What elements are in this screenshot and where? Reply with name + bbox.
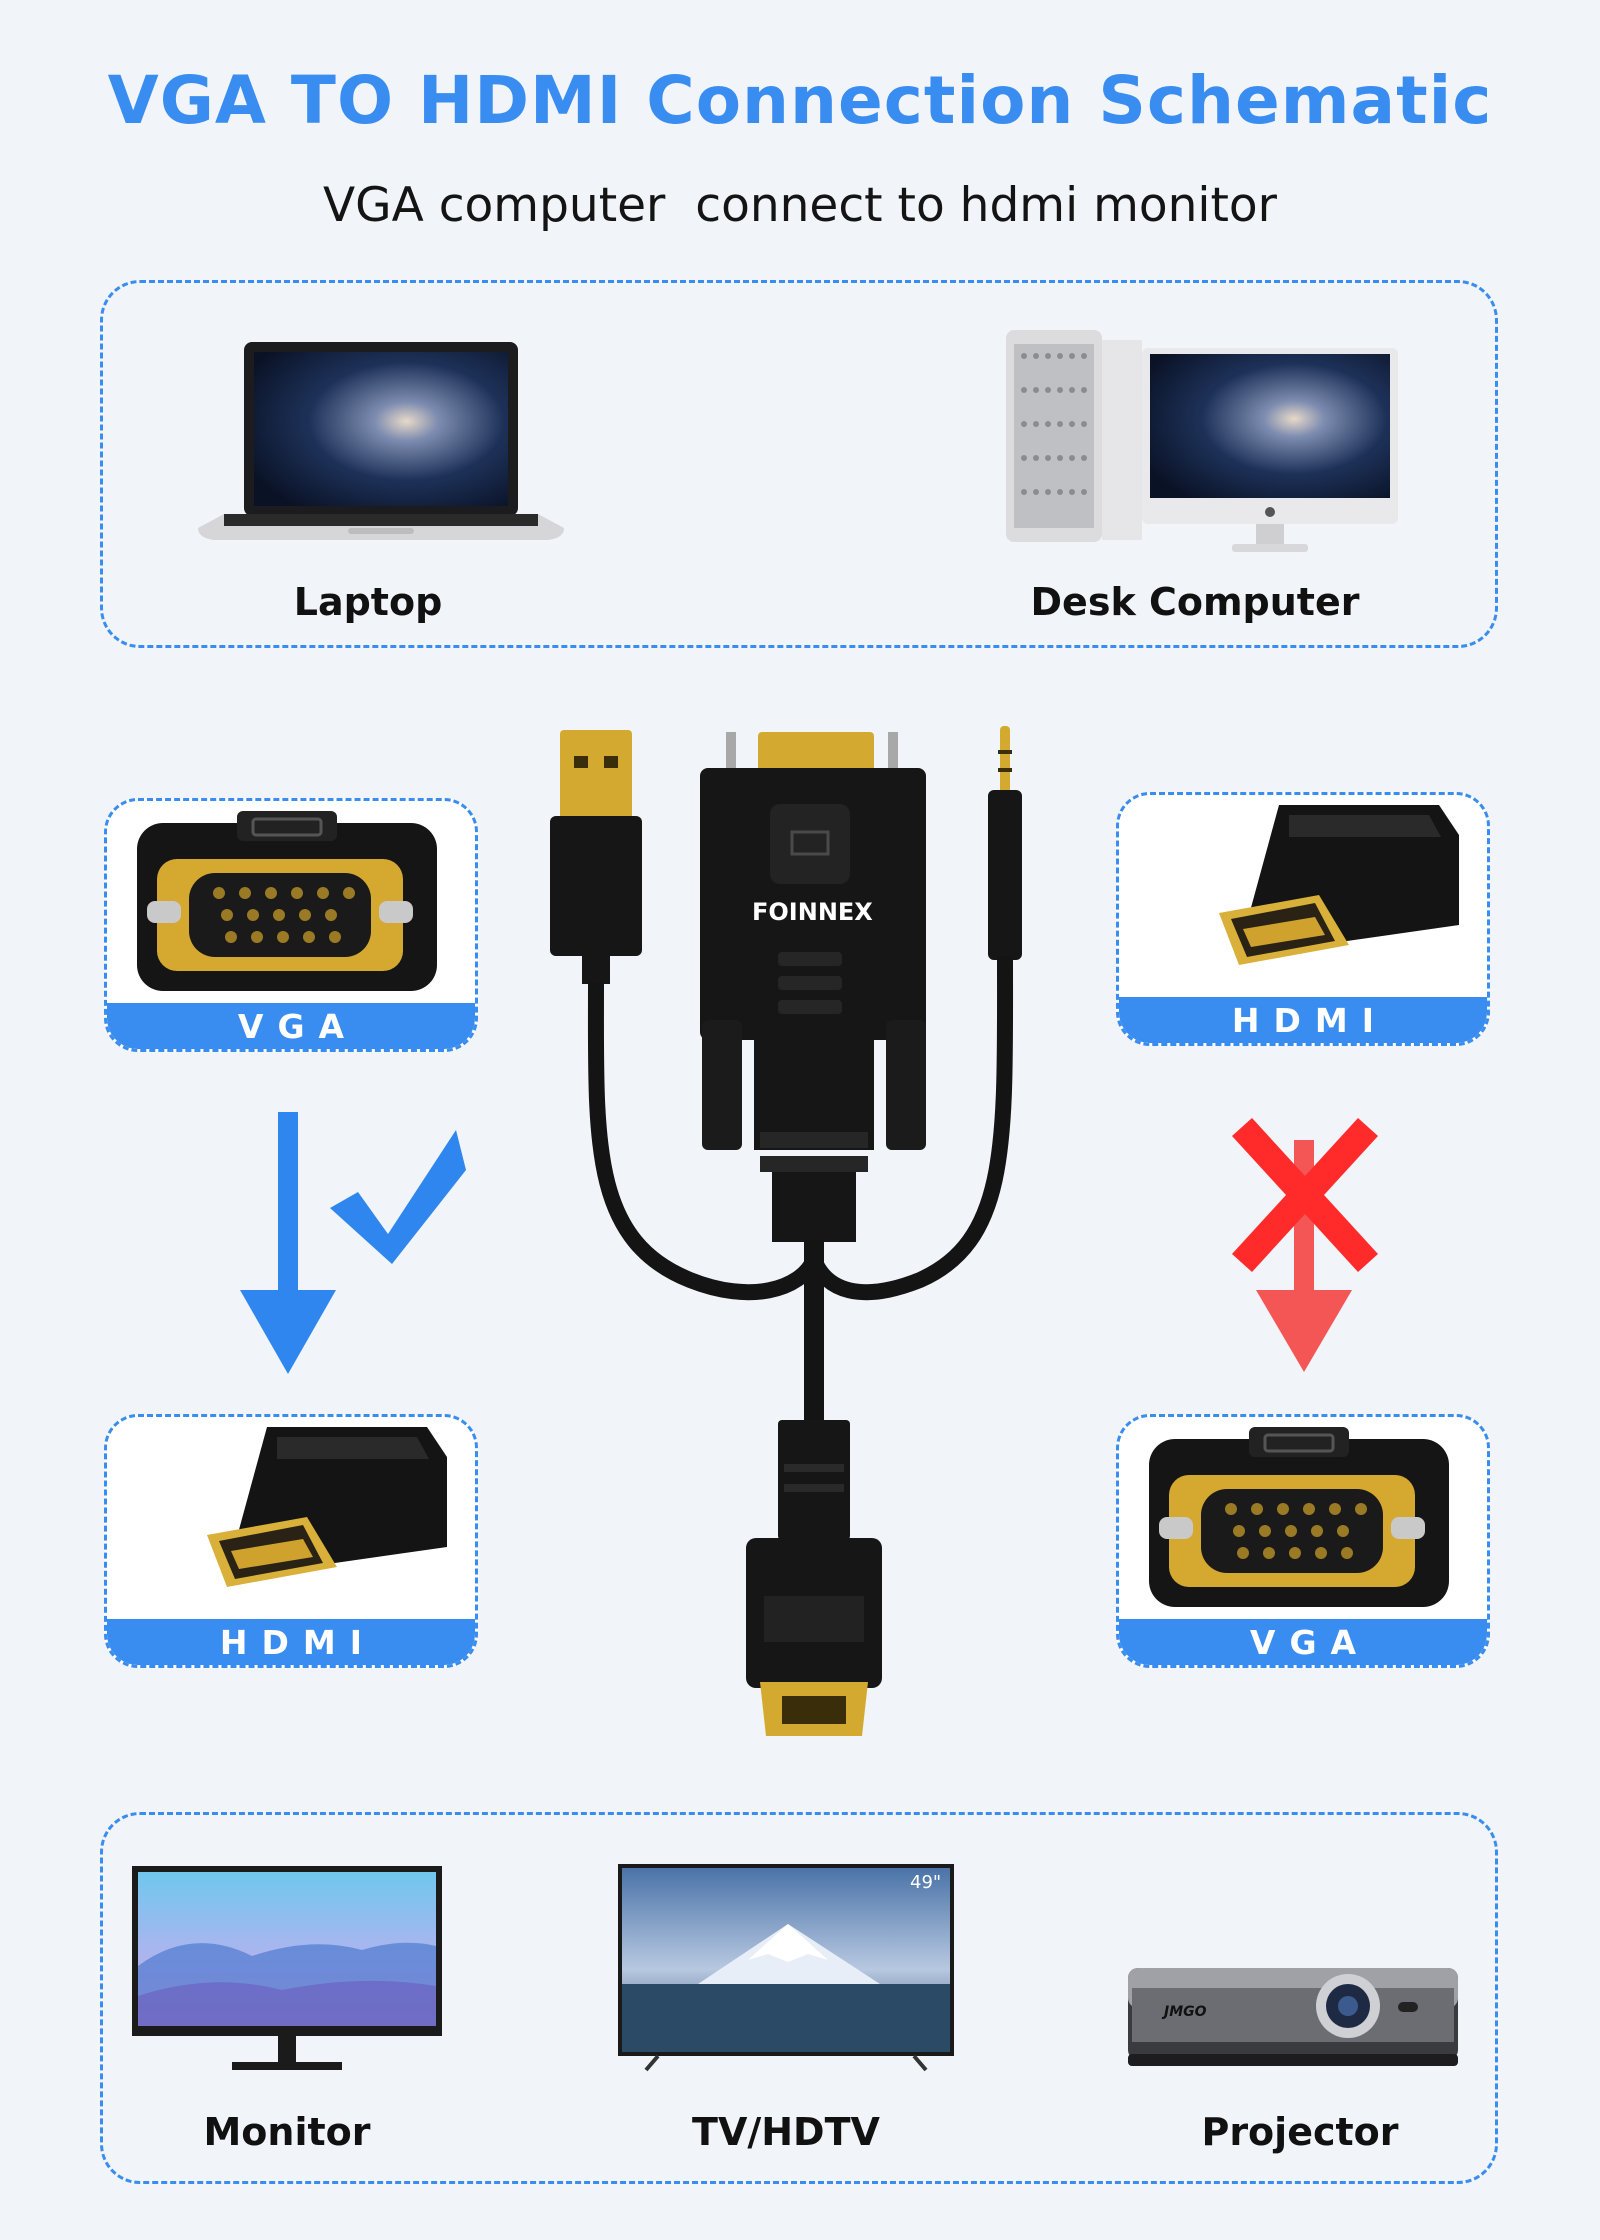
connector-card-vga-bottom-right: VGA xyxy=(1116,1414,1490,1668)
desktop-computer-icon xyxy=(1006,330,1398,552)
target-devices-box xyxy=(100,1812,1498,2184)
down-arrow-icon xyxy=(240,1112,336,1374)
cross-icon xyxy=(1232,1118,1378,1272)
target-label-tv: TV/HDTV xyxy=(692,2110,880,2154)
projector-brand-label: JMGO xyxy=(1161,2004,1207,2020)
target-label-monitor: Monitor xyxy=(203,2110,371,2154)
vga-connector-icon xyxy=(1149,1427,1449,1607)
connector-label-vga-top-left: VGA xyxy=(237,1007,359,1046)
connector-label-hdmi-bottom-left: HDMI xyxy=(219,1623,377,1662)
connector-label-vga-bottom-right: VGA xyxy=(1249,1623,1371,1662)
laptop-icon xyxy=(198,342,564,540)
connector-card-hdmi-top-right: HDMI xyxy=(1116,792,1490,1046)
connector-card-vga-top-left: VGA xyxy=(104,798,478,1052)
hdmi-connector-icon xyxy=(1219,805,1459,965)
hdmi-connector-icon xyxy=(207,1427,447,1587)
source-label-desk-computer: Desk Computer xyxy=(1030,580,1360,624)
cable-brand-label: FOINNEX xyxy=(752,898,873,926)
monitor-icon xyxy=(132,1866,442,2070)
source-devices-box xyxy=(100,280,1498,648)
page-subtitle: VGA computer connect to hdmi monitor xyxy=(323,178,1277,233)
connector-card-hdmi-bottom-left: HDMI xyxy=(104,1414,478,1668)
tv-icon: 49" xyxy=(618,1864,954,2072)
connector-label-hdmi-top-right: HDMI xyxy=(1231,1001,1389,1040)
page-title: VGA TO HDMI Connection Schematic xyxy=(107,62,1493,139)
tv-screen-size-label: 49" xyxy=(910,1872,941,1893)
vga-connector-icon xyxy=(137,811,437,991)
projector-icon: JMGO xyxy=(1128,1968,1458,2066)
check-icon xyxy=(330,1130,466,1264)
vga-to-hdmi-cable-icon: FOINNEX xyxy=(550,726,1022,1736)
source-label-laptop: Laptop xyxy=(293,580,443,624)
target-label-projector: Projector xyxy=(1201,2110,1399,2154)
